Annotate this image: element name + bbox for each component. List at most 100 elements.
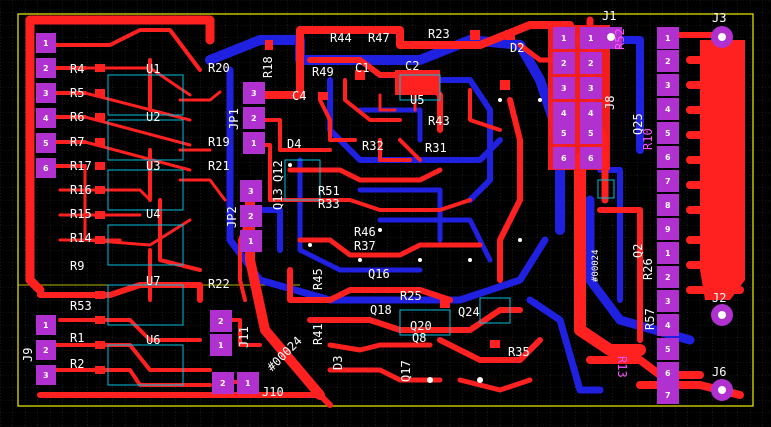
- silkscreen-labels: R4 R5 R6 R7 R17 R16 R15 R14 R9 R53 R1 R2…: [21, 9, 726, 399]
- label-r2: R2: [70, 357, 84, 371]
- label-r14: R14: [70, 231, 92, 245]
- svg-text:5: 5: [43, 139, 49, 148]
- svg-text:4: 4: [561, 109, 567, 118]
- label-u4: U4: [146, 207, 160, 221]
- svg-text:1: 1: [245, 379, 251, 388]
- svg-text:1: 1: [665, 249, 671, 258]
- label-q17: Q17: [399, 360, 413, 382]
- vias: [288, 98, 542, 383]
- label-r37: R37: [354, 239, 376, 253]
- label-u7: U7: [146, 274, 160, 288]
- svg-text:6: 6: [43, 164, 49, 173]
- label-r49: R49: [312, 65, 334, 79]
- svg-text:4: 4: [43, 114, 49, 123]
- svg-text:1: 1: [43, 321, 49, 330]
- connector-pads: [36, 27, 679, 404]
- label-c1: C1: [355, 61, 369, 75]
- board-outline: [17, 13, 754, 407]
- label-j11: J11: [237, 326, 251, 348]
- label-u3: U3: [146, 159, 160, 173]
- label-r45: R45: [311, 268, 325, 290]
- designator-tag-right: #00024: [591, 249, 601, 282]
- svg-text:3: 3: [588, 84, 594, 93]
- svg-text:2: 2: [43, 64, 49, 73]
- svg-text:1: 1: [665, 34, 671, 43]
- label-r18: R18: [261, 56, 275, 78]
- label-jp2: JP2: [225, 206, 239, 228]
- label-r15: R15: [70, 207, 92, 221]
- mounting-pads: [601, 26, 733, 401]
- svg-text:2: 2: [220, 379, 226, 388]
- svg-text:5: 5: [588, 129, 594, 138]
- svg-text:4: 4: [665, 105, 671, 114]
- label-q24: Q24: [458, 305, 480, 319]
- svg-text:1: 1: [561, 34, 567, 43]
- label-jp1: JP1: [227, 108, 241, 130]
- label-r57: R57: [643, 308, 657, 330]
- label-j9: J9: [21, 348, 35, 362]
- label-q13: Q13: [271, 188, 285, 210]
- svg-text:3: 3: [43, 89, 49, 98]
- label-r33: R33: [318, 197, 340, 211]
- label-r26: R26: [641, 258, 655, 280]
- label-r9: R9: [70, 259, 84, 273]
- svg-text:1: 1: [251, 139, 257, 148]
- label-r1: R1: [70, 331, 84, 345]
- svg-text:5: 5: [665, 345, 671, 354]
- svg-text:3: 3: [665, 297, 671, 306]
- label-c2: C2: [405, 59, 419, 73]
- label-r6: R6: [70, 110, 84, 124]
- svg-text:1: 1: [588, 34, 594, 43]
- label-r52: R52: [613, 28, 627, 50]
- svg-text:1: 1: [218, 341, 224, 350]
- label-r13: R13: [615, 356, 629, 378]
- label-j10: J10: [262, 385, 284, 399]
- svg-text:6: 6: [665, 369, 671, 378]
- label-q18: Q18: [370, 303, 392, 317]
- svg-text:7: 7: [665, 391, 671, 400]
- label-u5: U5: [410, 93, 424, 107]
- label-r46: R46: [354, 225, 376, 239]
- label-d4: D4: [287, 137, 301, 151]
- label-q16: Q16: [368, 267, 390, 281]
- svg-text:6: 6: [561, 154, 567, 163]
- svg-text:2: 2: [248, 212, 254, 221]
- svg-text:7: 7: [665, 177, 671, 186]
- svg-text:2: 2: [665, 57, 671, 66]
- svg-text:5: 5: [665, 129, 671, 138]
- label-d3: D3: [331, 356, 345, 370]
- label-r10: R10: [641, 128, 655, 150]
- copper-pour-right: [700, 40, 745, 300]
- label-r4: R4: [70, 62, 84, 76]
- svg-text:5: 5: [561, 129, 567, 138]
- svg-text:3: 3: [251, 89, 257, 98]
- label-j1: J1: [602, 9, 616, 23]
- svg-text:1: 1: [43, 39, 49, 48]
- label-q2: Q2: [631, 244, 645, 258]
- label-r23: R23: [428, 27, 450, 41]
- label-j3: J3: [712, 11, 726, 25]
- svg-text:3: 3: [43, 371, 49, 380]
- svg-text:2: 2: [251, 114, 257, 123]
- label-r7: R7: [70, 135, 84, 149]
- label-r44: R44: [330, 31, 352, 45]
- svg-text:1: 1: [248, 237, 254, 246]
- label-d2: D2: [510, 41, 524, 55]
- label-j6: J6: [712, 365, 726, 379]
- label-r19: R19: [208, 135, 230, 149]
- svg-text:9: 9: [665, 225, 671, 234]
- label-q25: Q25: [631, 113, 645, 135]
- label-u2: U2: [146, 110, 160, 124]
- svg-text:3: 3: [248, 187, 254, 196]
- component-outlines: [107, 74, 615, 386]
- label-j2: J2: [712, 291, 726, 305]
- svg-text:3: 3: [561, 84, 567, 93]
- svg-text:4: 4: [588, 109, 594, 118]
- svg-text:4: 4: [665, 321, 671, 330]
- label-r41: R41: [311, 323, 325, 345]
- label-r53: R53: [70, 299, 92, 313]
- label-q8: Q8: [412, 331, 426, 345]
- label-r43: R43: [428, 114, 450, 128]
- label-r5: R5: [70, 86, 84, 100]
